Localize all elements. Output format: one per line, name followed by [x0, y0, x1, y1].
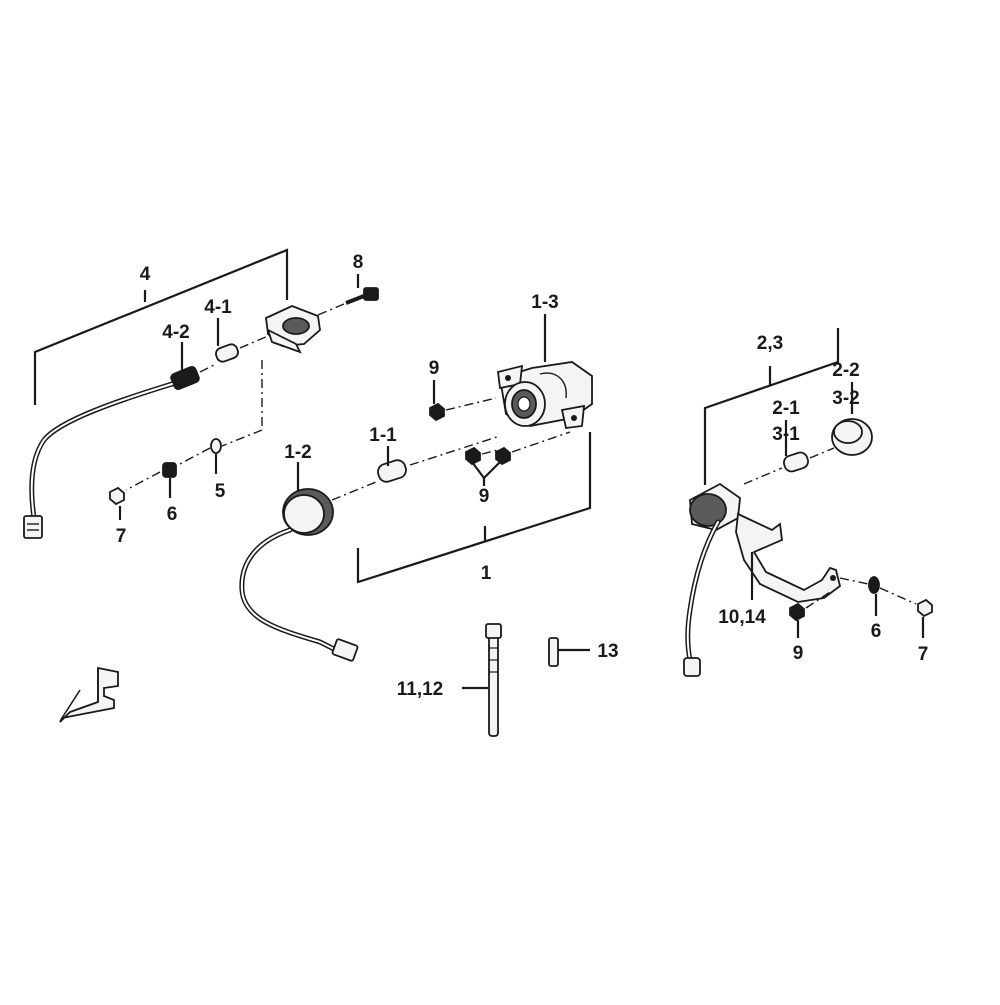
callout-4: 4	[140, 264, 151, 285]
callout-1: 1	[481, 563, 492, 584]
group-2-3-bracket	[703, 328, 840, 485]
callout-10-14: 10,14	[718, 607, 766, 628]
turn-signal-housing	[683, 482, 741, 677]
bulb-4-1	[215, 335, 269, 363]
callout-4-2: 4-2	[162, 322, 189, 343]
callout-1-1: 1-1	[369, 425, 397, 446]
bulb-1-1	[377, 435, 501, 483]
callout-6-right: 6	[871, 621, 882, 642]
lens-3-2	[831, 418, 873, 456]
tail-light-housing-1-3	[497, 361, 593, 429]
callout-3-1: 3-1	[772, 424, 800, 445]
callout-7-right: 7	[918, 644, 929, 665]
callout-2-1: 2-1	[772, 398, 800, 419]
callout-11-12: 11,12	[397, 679, 444, 700]
license-light-housing	[265, 305, 321, 354]
front-direction-arrow-icon	[59, 666, 119, 723]
group-4-brackets	[33, 248, 289, 405]
screw-8	[317, 287, 379, 316]
bulb-3-1	[743, 447, 835, 485]
callout-9-right: 9	[793, 643, 804, 664]
callout-9-mid: 9	[479, 486, 490, 507]
callout-8: 8	[353, 252, 364, 273]
bolts-9-center	[429, 397, 571, 466]
hardware-right	[789, 576, 933, 622]
callout-2-3: 2,3	[757, 333, 783, 354]
clip-13	[548, 637, 559, 667]
callout-2-2: 2-2	[832, 360, 859, 381]
callout-1-3: 1-3	[531, 292, 558, 313]
callout-labels: 4 4-1 4-2 8 5 6 7 1-2 1-1 1-3 9 9 1 11,1…	[116, 252, 929, 700]
socket-4-2	[23, 364, 215, 539]
tie-strap-11-12	[485, 623, 502, 737]
callout-13: 13	[597, 641, 618, 662]
callout-7-left: 7	[116, 526, 127, 547]
callout-9-top: 9	[429, 358, 440, 379]
callout-1-2: 1-2	[284, 442, 311, 463]
callout-6-left: 6	[167, 504, 178, 525]
bracket-10-14	[735, 512, 842, 603]
callout-5: 5	[215, 481, 226, 502]
lens-1-2	[239, 481, 377, 662]
hardware-left	[109, 360, 263, 506]
callout-leaders	[118, 274, 925, 690]
group-1-bracket	[356, 432, 592, 584]
callout-4-1: 4-1	[204, 297, 232, 318]
callout-3-2: 3-2	[832, 388, 859, 409]
